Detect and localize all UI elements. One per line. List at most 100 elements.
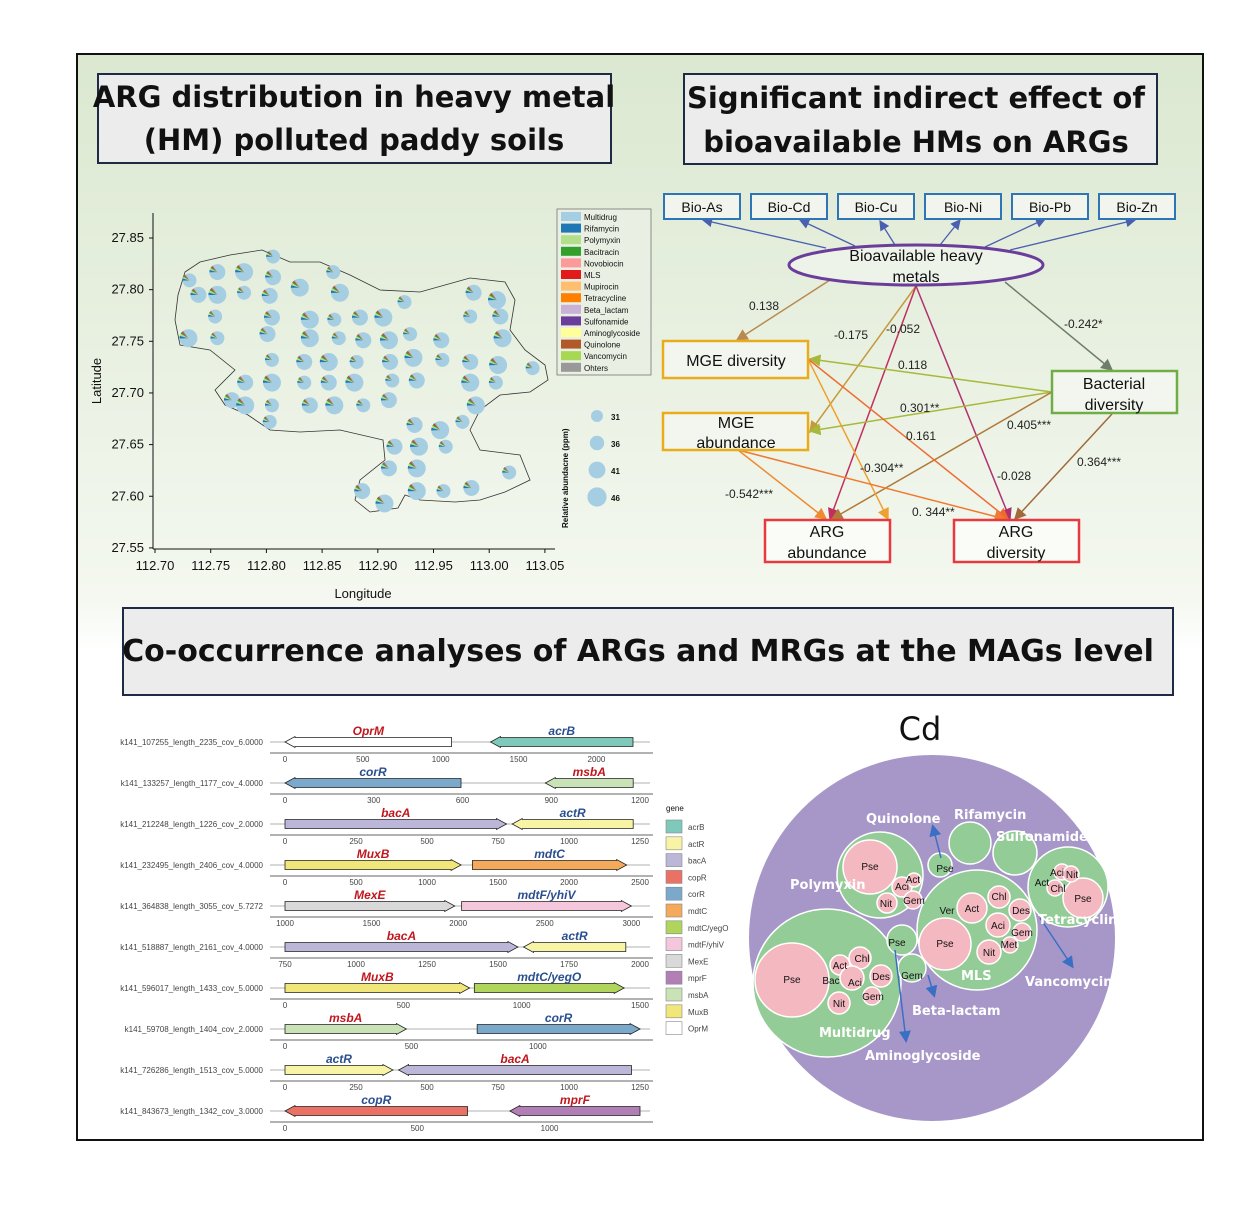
site-pie-chart (403, 327, 418, 342)
pie-slice (237, 265, 245, 273)
pie-slice (380, 397, 389, 401)
pie-slice (325, 402, 335, 406)
pie-slice (326, 265, 341, 280)
pie-slice (322, 376, 329, 383)
y-tick-label: 27.70 (111, 385, 144, 400)
pie-slice (464, 355, 471, 362)
pie-slice (351, 315, 360, 318)
axis-tick-label: 2500 (536, 919, 554, 928)
taxon-label: Pse (783, 975, 801, 986)
pie-slice (346, 376, 355, 383)
legend-swatch (561, 351, 581, 361)
pie-slice (262, 290, 270, 296)
pie-slice (404, 329, 411, 335)
site-pie-chart (261, 287, 278, 304)
axis-tick-label: 1000 (529, 1042, 547, 1051)
pie-slice (356, 485, 363, 492)
pie-slice (386, 444, 395, 447)
rifamycin-circle (948, 821, 992, 865)
pie-slice (383, 461, 389, 469)
pie-slice (263, 378, 272, 383)
pie-slice (386, 442, 395, 447)
gene-legend-swatch (665, 819, 683, 834)
pie-slice (356, 401, 364, 406)
pie-slice (436, 489, 444, 492)
legend-swatch (561, 258, 581, 268)
axis-tick-label: 0 (283, 1042, 288, 1051)
x-tick-label: 112.80 (247, 558, 286, 573)
pie-slice (299, 376, 305, 383)
taxon-label: Gem (1011, 928, 1033, 939)
pie-slice (502, 465, 517, 480)
pie-slice (463, 485, 472, 489)
pie-slice (463, 483, 472, 488)
legend-label: Sulfonamide (584, 317, 629, 326)
site-pie-chart (386, 438, 403, 455)
site-pie-chart (525, 361, 540, 376)
hm-label-2: metals (892, 269, 939, 286)
pie-slice (397, 300, 405, 303)
pie-slice (378, 496, 385, 504)
pie-slice (463, 375, 471, 383)
site-pie-chart (319, 352, 338, 371)
pie-slice (374, 312, 384, 318)
size-legend-label: 41 (611, 467, 620, 476)
category-label: Rifamycin (954, 808, 1026, 823)
pie-slice (399, 296, 405, 303)
pie-slice (382, 332, 389, 341)
taxon-label: Chl (854, 954, 869, 965)
axis-tick-label: 500 (411, 1124, 425, 1133)
pie-slice (406, 420, 415, 425)
axis-tick-label: 1500 (631, 1001, 649, 1010)
axis-tick-label: 1250 (631, 837, 649, 846)
pie-slice (332, 333, 339, 339)
axis-tick-label: 1000 (560, 837, 578, 846)
gene-label: copR (361, 1093, 391, 1107)
pie-slice (377, 310, 384, 318)
pie-slice (354, 487, 363, 492)
pie-slice (495, 331, 503, 339)
site-pie-chart (320, 374, 337, 391)
gene-arrow (544, 776, 634, 790)
site-pie-chart (300, 310, 319, 329)
pie-slice (487, 297, 497, 301)
axis-tick-label: 3000 (622, 919, 640, 928)
site-pie-chart (433, 332, 450, 349)
legend-label: Polymyxin (584, 236, 620, 245)
pie-slice (356, 334, 364, 341)
site-pie-chart (301, 397, 318, 414)
pie-slice (224, 394, 232, 401)
pie-slice (489, 362, 499, 366)
pie-slice (301, 403, 310, 406)
x-tick-label: 112.95 (414, 558, 453, 573)
site-pie-chart (210, 331, 225, 346)
gene-arrow (397, 1063, 632, 1077)
pie-slice (399, 296, 405, 303)
pie-slice (525, 361, 540, 376)
category-label: Polymyxin (790, 878, 866, 893)
site-pie-chart (385, 373, 400, 388)
pie-slice (182, 330, 189, 339)
site-pie-chart (208, 309, 223, 324)
gene-legend-swatch (665, 970, 683, 985)
pie-slice (408, 418, 415, 425)
pie-slice (261, 287, 278, 304)
axis-tick-label: 750 (278, 960, 292, 969)
pie-slice (326, 270, 334, 273)
site-pie-chart (489, 356, 508, 375)
pie-slice (383, 393, 389, 401)
axis-tick-label: 2000 (560, 878, 578, 887)
pie-slice (489, 294, 497, 300)
pie-slice (345, 378, 355, 383)
pie-slice (266, 253, 274, 257)
pie-slice (410, 483, 417, 492)
axis-tick-label: 0 (283, 837, 288, 846)
pie-slice (408, 463, 417, 469)
taxon-label: Des (1012, 906, 1030, 917)
gene-arrow (284, 1104, 468, 1118)
pie-slice (328, 266, 334, 273)
pie-slice (433, 336, 442, 341)
axis-tick-label: 500 (420, 837, 434, 846)
taxon-label: Act (965, 904, 980, 915)
